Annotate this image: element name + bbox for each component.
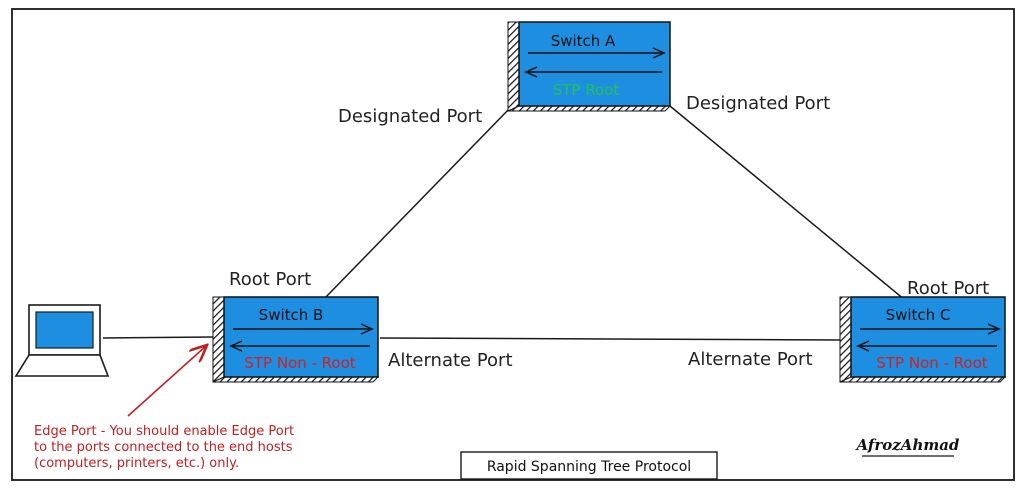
switch-b-role: STP Non - Root [244,354,355,372]
edge-note-line-2: to the ports connected to the end hosts [34,440,293,455]
port-label-b-root: Root Port [229,269,311,290]
edge-port-arrow [127,346,206,417]
switch-c-role: STP Non - Root [876,354,987,372]
port-label-b-alt: Alternate Port [388,350,513,371]
port-label-a-left: Designated Port [338,106,482,127]
link-a-c [669,105,906,301]
switch-b: Switch B STP Non - Root [212,296,380,383]
switch-b-name: Switch B [259,306,324,324]
switch-a: Switch A STP Root [507,21,672,112]
link-a-b [322,105,513,301]
switch-c: Switch C STP Non - Root [839,296,1007,383]
diagram-caption: Rapid Spanning Tree Protocol [487,459,691,475]
port-label-a-right: Designated Port [686,93,830,114]
edge-note-line-1: Edge Port - You should enable Edge Port [34,424,294,439]
link-b-c [379,337,841,341]
port-label-c-alt: Alternate Port [688,349,813,370]
edge-note-line-3: (computers, printers, etc.) only. [34,456,239,471]
laptop-icon [14,304,110,377]
switch-a-name: Switch A [551,32,616,50]
port-label-c-root: Root Port [907,278,989,299]
author-signature: AfrozAhmad [855,436,960,454]
switch-c-name: Switch C [886,306,951,324]
edge-port-note: Edge Port - You should enable Edge Port … [34,424,294,471]
caption-box [460,451,718,480]
switch-a-role: STP Root [553,81,620,99]
diagram-frame [11,8,1015,481]
link-laptop-b [102,336,214,339]
